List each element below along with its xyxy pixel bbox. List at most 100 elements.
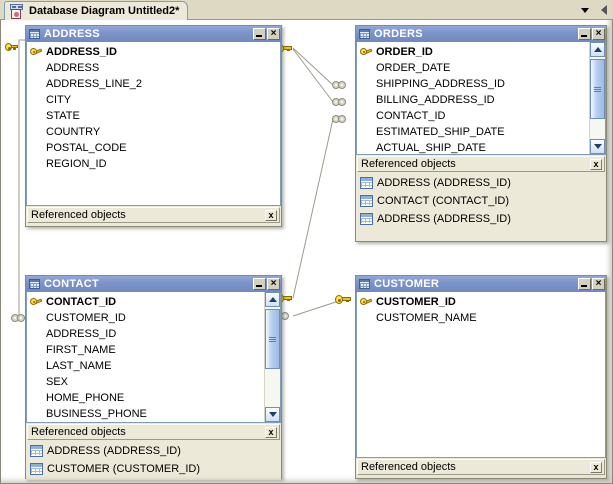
close-icon[interactable]: x	[265, 209, 277, 221]
column-row[interactable]: ADDRESS	[27, 60, 280, 76]
column-spacer	[30, 329, 44, 340]
scrollbar-track[interactable]	[265, 307, 280, 407]
column-row[interactable]: ACTUAL_SHIP_DATE	[357, 140, 589, 154]
chevron-down-icon	[268, 412, 277, 417]
column-spacer	[360, 313, 374, 324]
minimize-button[interactable]	[253, 28, 266, 40]
column-spacer	[30, 361, 44, 372]
column-list-orders[interactable]: ORDER_ID ORDER_DATE SHIPPING_ADDRESS_ID …	[356, 42, 606, 155]
referenced-objects-list-contact: ADDRESS (ADDRESS_ID) CUSTOMER (CUSTOMER_…	[26, 441, 281, 480]
minimize-button[interactable]	[578, 278, 591, 290]
tab-strip: Database Diagram Untitled2*	[0, 0, 613, 20]
list-item[interactable]: ADDRESS (ADDRESS_ID)	[358, 210, 606, 228]
list-item[interactable]: ADDRESS (ADDRESS_ID)	[358, 174, 606, 192]
column-row[interactable]: CONTACT_ID	[357, 108, 589, 124]
table-title-bar-customer[interactable]: CUSTOMER ×	[356, 276, 606, 292]
column-row[interactable]: SEX	[27, 374, 264, 390]
list-item[interactable]: CUSTOMER (CUSTOMER_ID)	[28, 460, 281, 478]
close-icon[interactable]: x	[590, 461, 602, 473]
close-icon[interactable]: x	[590, 158, 602, 170]
column-row[interactable]: LAST_NAME	[27, 358, 264, 374]
column-row[interactable]: ADDRESS_ID	[27, 326, 264, 342]
table-title-bar-orders[interactable]: ORDERS ×	[356, 26, 606, 42]
scroll-down-button[interactable]	[590, 139, 605, 154]
close-icon[interactable]: x	[265, 426, 277, 438]
column-row[interactable]: CITY	[27, 92, 280, 108]
referenced-object-label: ADDRESS (ADDRESS_ID)	[47, 445, 181, 457]
column-row[interactable]: HOME_PHONE	[27, 390, 264, 406]
table-title-bar-contact[interactable]: CONTACT ×	[26, 276, 281, 292]
primary-key-icon	[360, 47, 374, 58]
tab-scroll-left-button[interactable]	[601, 2, 607, 18]
scrollbar-thumb[interactable]	[590, 59, 605, 119]
close-button[interactable]: ×	[592, 28, 605, 40]
vertical-scrollbar-contact[interactable]	[264, 292, 280, 422]
column-spacer	[30, 127, 44, 138]
column-row[interactable]: BILLING_ADDRESS_ID	[357, 92, 589, 108]
referenced-objects-bar-customer[interactable]: Referenced objects x	[357, 459, 605, 475]
column-row[interactable]: CUSTOMER_ID	[27, 310, 264, 326]
vertical-scrollbar-orders[interactable]	[589, 42, 605, 154]
close-button[interactable]: ×	[267, 28, 280, 40]
column-row[interactable]: CUSTOMER_NAME	[357, 310, 605, 326]
referenced-objects-label: Referenced objects	[31, 209, 126, 221]
close-button[interactable]: ×	[592, 278, 605, 290]
column-spacer	[30, 79, 44, 90]
column-spacer	[360, 143, 374, 154]
column-list-address[interactable]: ADDRESS_ID ADDRESS ADDRESS_LINE_2 CITY S…	[26, 42, 281, 206]
pk-endpoint-customer-left[interactable]	[335, 295, 352, 304]
column-row[interactable]: COUNTRY	[27, 124, 280, 140]
scroll-up-button[interactable]	[590, 42, 605, 57]
column-row[interactable]: SHIPPING_ADDRESS_ID	[357, 76, 589, 92]
column-row[interactable]: CONTACT_ID	[27, 294, 264, 310]
referenced-objects-bar-contact[interactable]: Referenced objects x	[27, 424, 280, 440]
column-row[interactable]: BUSINESS_PHONE	[27, 406, 264, 422]
tab-list-dropdown-button[interactable]	[581, 2, 589, 18]
column-spacer	[360, 127, 374, 138]
minimize-button[interactable]	[578, 28, 591, 40]
pk-endpoint-address-left[interactable]	[5, 43, 19, 51]
scroll-up-button[interactable]	[265, 292, 280, 307]
tab-database-diagram[interactable]: Database Diagram Untitled2*	[4, 1, 189, 20]
column-row[interactable]: ESTIMATED_SHIP_DATE	[357, 124, 589, 140]
scroll-down-button[interactable]	[265, 407, 280, 422]
column-spacer	[360, 111, 374, 122]
column-list-contact[interactable]: CONTACT_ID CUSTOMER_ID ADDRESS_ID FIRST_…	[26, 292, 281, 423]
column-row[interactable]: STATE	[27, 108, 280, 124]
relation-address-orders-shipping	[292, 47, 334, 86]
close-button[interactable]: ×	[267, 278, 280, 290]
referenced-objects-bar-address[interactable]: Referenced objects x	[27, 207, 280, 223]
scrollbar-thumb[interactable]	[265, 309, 280, 369]
fk-endpoint-contact-address[interactable]	[11, 314, 28, 322]
table-window-orders[interactable]: ORDERS × ORDER_ID ORDER_DATE SHIPPING_AD…	[355, 25, 607, 242]
table-grid-icon	[360, 195, 373, 207]
minimize-button[interactable]	[253, 278, 266, 290]
primary-key-icon	[360, 297, 374, 308]
primary-key-icon	[30, 297, 44, 308]
chevron-up-icon	[593, 47, 602, 52]
column-row[interactable]: POSTAL_CODE	[27, 140, 280, 156]
fk-endpoint-orders-shipping-address[interactable]	[332, 81, 349, 89]
column-row[interactable]: CUSTOMER_ID	[357, 294, 605, 310]
column-row[interactable]: REGION_ID	[27, 156, 280, 172]
fk-endpoint-orders-billing-address[interactable]	[332, 98, 349, 106]
column-row[interactable]: FIRST_NAME	[27, 342, 264, 358]
column-row[interactable]: ORDER_ID	[357, 44, 589, 60]
table-window-customer[interactable]: CUSTOMER × CUSTOMER_ID CUSTOMER_NAME Ref…	[355, 275, 607, 479]
chevron-down-icon	[593, 144, 602, 149]
diagram-canvas[interactable]: ADDRESS × ADDRESS_ID ADDRESS ADDRESS_LIN…	[0, 20, 613, 484]
column-row[interactable]: ADDRESS_LINE_2	[27, 76, 280, 92]
referenced-objects-bar-orders[interactable]: Referenced objects x	[357, 156, 605, 172]
column-row[interactable]: ORDER_DATE	[357, 60, 589, 76]
column-spacer	[30, 143, 44, 154]
table-window-address[interactable]: ADDRESS × ADDRESS_ID ADDRESS ADDRESS_LIN…	[25, 25, 282, 227]
column-spacer	[30, 63, 44, 74]
column-list-customer[interactable]: CUSTOMER_ID CUSTOMER_NAME	[356, 292, 606, 458]
table-window-contact[interactable]: CONTACT × CONTACT_ID CUSTOMER_ID ADDRESS…	[25, 275, 282, 480]
fk-endpoint-orders-contact[interactable]	[332, 115, 349, 123]
table-title-bar-address[interactable]: ADDRESS ×	[26, 26, 281, 42]
list-item[interactable]: CONTACT (CONTACT_ID)	[358, 192, 606, 210]
column-row[interactable]: ADDRESS_ID	[27, 44, 280, 60]
list-item[interactable]: ADDRESS (ADDRESS_ID)	[28, 442, 281, 460]
scrollbar-track[interactable]	[590, 57, 605, 139]
